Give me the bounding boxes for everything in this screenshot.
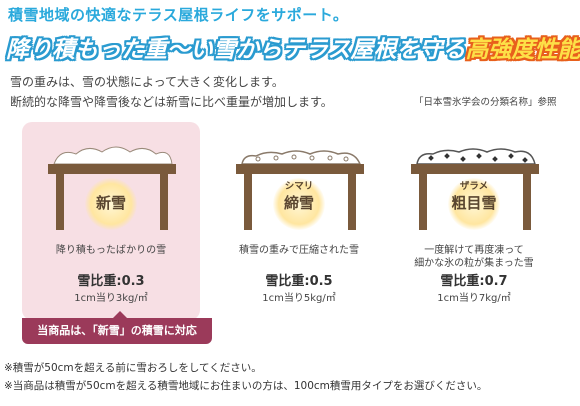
snow-type-caption: 積雪の重みで圧縮された雪 xyxy=(210,244,388,257)
snow-type-caption: 一度解けて再度凍って 細かな氷の粒が集まった雪 xyxy=(385,244,563,270)
caption-line-1: 降り積もったばかりの雪 xyxy=(55,245,167,256)
roof-illustration xyxy=(224,140,374,230)
caption-line-1: 積雪の重みで圧縮された雪 xyxy=(239,245,359,256)
snow-type-card-zarame: ザラメ 粗目雪 一度解けて再度凍って 細かな氷の粒が集まった雪 雪比重:0.7 … xyxy=(385,122,563,320)
snow-ratio: 雪比重:0.3 xyxy=(77,274,145,289)
snow-emblem xyxy=(448,178,500,230)
caption-line-2: 細かな氷の粒が集まった雪 xyxy=(414,258,534,269)
snow-ratio: 雪比重:0.5 xyxy=(265,274,333,289)
snow-emblem xyxy=(85,178,137,230)
intro-line-1: 雪の重みは、雪の状態によって大きく変化します。 xyxy=(10,75,284,89)
snow-ratio: 雪比重:0.7 xyxy=(440,274,508,289)
intro-text: 雪の重みは、雪の状態によって大きく変化します。 断続的な降雪や降雪後などは新雪に… xyxy=(10,72,333,112)
snow-type-ruby: シマリ xyxy=(284,181,314,192)
snow-weight-per-cm: 1cm当り7kg/㎡ xyxy=(437,293,511,304)
snow-type-card-shinsetsu: 新雪 降り積もったばかりの雪 雪比重:0.3 1cm当り3kg/㎡ xyxy=(22,122,200,320)
headline-accent: 高強度性能!! xyxy=(465,37,580,63)
footnote-2: ※当商品は積雪が50cmを超える積雪地域にお住まいの方は、100cm積雪用タイプ… xyxy=(4,380,488,392)
roof-illustration xyxy=(36,140,186,230)
snow-weight-per-cm: 1cm当り5kg/㎡ xyxy=(262,293,336,304)
snow-emblem xyxy=(273,178,325,230)
snow-type-ruby: ザラメ xyxy=(459,181,489,192)
footnote-1: ※積雪が50cmを超える前に雪おろしをしてください。 xyxy=(4,362,262,374)
caption-line-1: 一度解けて再度凍って xyxy=(424,245,524,256)
snow-type-name: 新雪 xyxy=(95,194,126,212)
snow-weight-per-cm: 1cm当り3kg/㎡ xyxy=(74,293,148,304)
support-badge: 当商品は、「新雪」の積雪に対応 xyxy=(22,318,212,344)
intro-line-2: 断続的な降雪や降雪後などは新雪に比べ重量が増加します。 xyxy=(10,95,333,109)
snow-type-name: 粗目雪 xyxy=(451,194,497,212)
roof-illustration xyxy=(399,140,549,230)
snow-type-name: 締雪 xyxy=(283,194,314,212)
badge-pointer xyxy=(112,311,128,319)
reference-note: 「日本雪氷学会の分類名称」参照 xyxy=(414,97,557,108)
header-subtitle: 積雪地域の快適なテラス屋根ライフをサポート。 xyxy=(8,6,349,24)
snow-type-caption: 降り積もったばかりの雪 xyxy=(22,244,200,257)
snow-type-card-shimari: シマリ 締雪 積雪の重みで圧縮された雪 雪比重:0.5 1cm当り5kg/㎡ xyxy=(210,122,388,320)
headline: 降り積もった重〜い雪からテラス屋根を守る高強度性能!! xyxy=(6,30,580,64)
headline-text: 降り積もった重〜い雪からテラス屋根を守る xyxy=(6,37,466,63)
